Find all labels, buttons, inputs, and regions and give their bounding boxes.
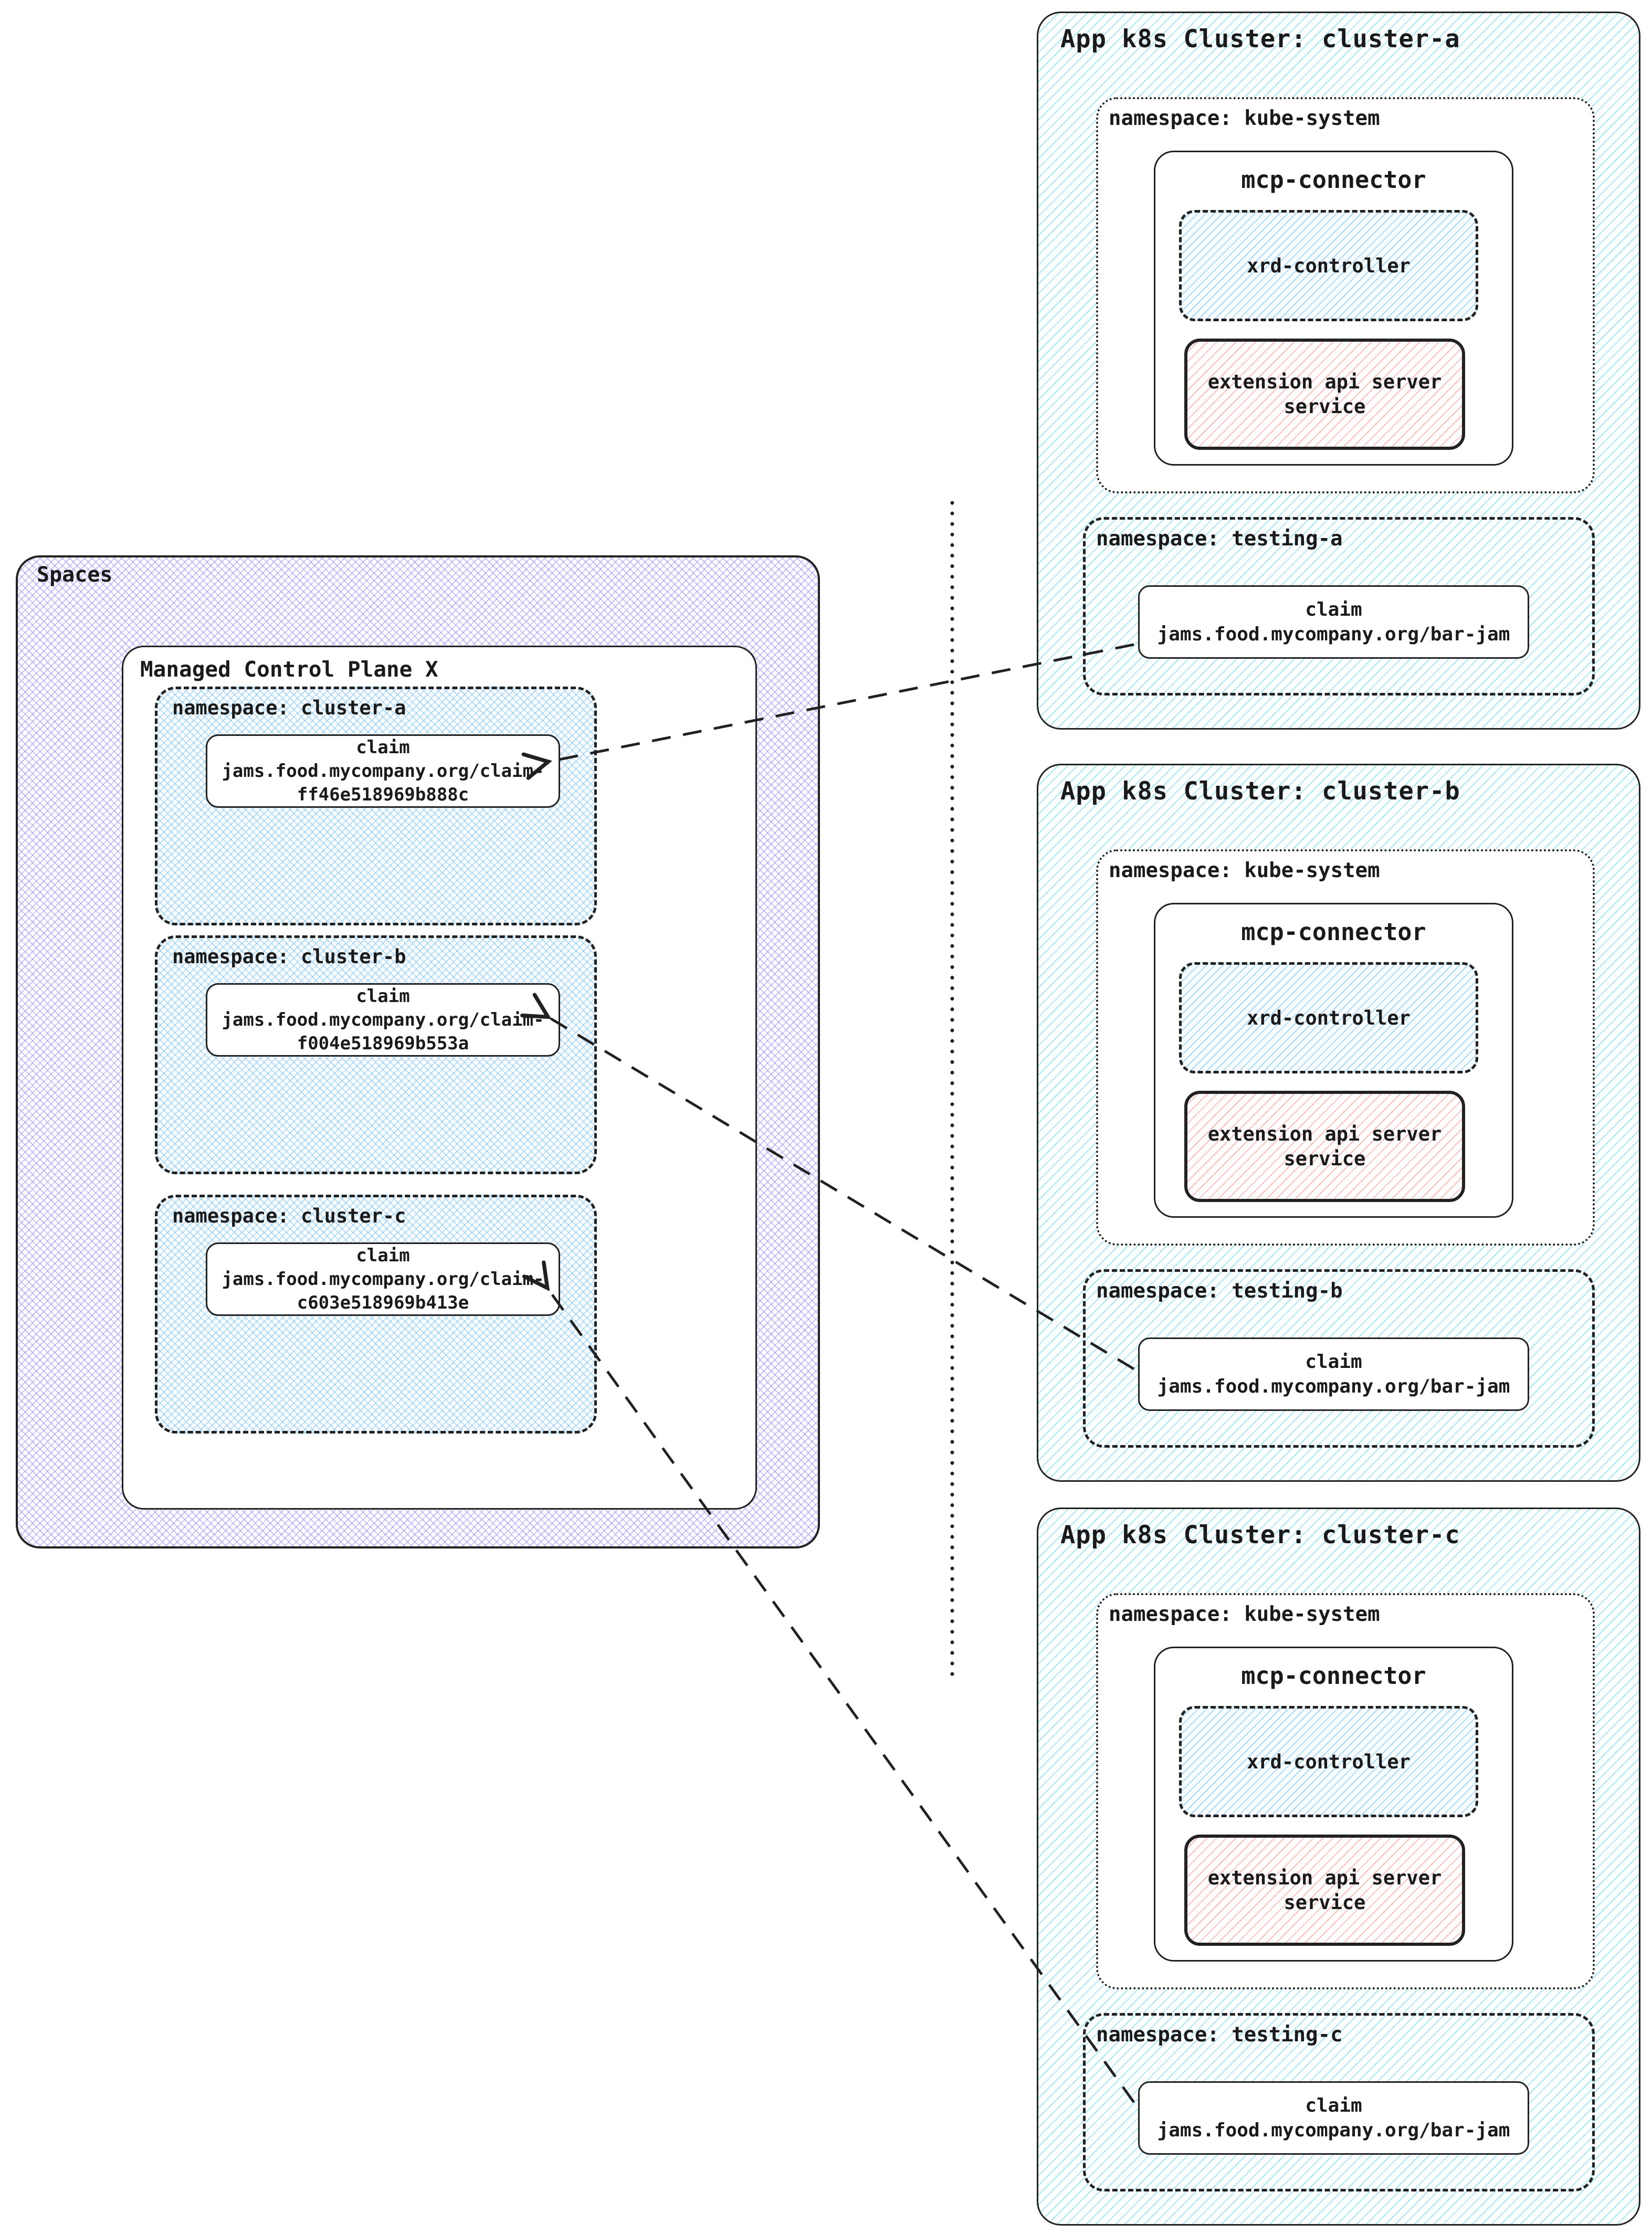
- testing-a-label: namespace: testing-a: [1096, 527, 1343, 551]
- claim-title: claim: [1305, 599, 1362, 620]
- extension-line1-a: extension api server: [1207, 371, 1442, 393]
- spaces-box: Spaces Managed Control Plane X namespace…: [16, 555, 820, 1548]
- xrd-controller-box-b: xrd-controller: [1179, 962, 1478, 1073]
- extension-line2-a: service: [1283, 395, 1366, 418]
- claim-cluster-b-box: claim jams.food.mycompany.org/claim- f00…: [206, 983, 560, 1057]
- kube-system-namespace-c: namespace: kube-system mcp-connector xrd…: [1096, 1593, 1595, 1989]
- managed-control-plane-label: Managed Control Plane X: [140, 657, 438, 682]
- claim-line1: jams.food.mycompany.org/claim-: [222, 760, 544, 782]
- managed-control-plane-box: Managed Control Plane X namespace: clust…: [122, 646, 757, 1510]
- claim-title: claim: [356, 985, 410, 1007]
- testing-c-label: namespace: testing-c: [1096, 2023, 1343, 2047]
- extension-line2-b: service: [1283, 1147, 1366, 1170]
- mcp-connector-title-c: mcp-connector: [1241, 1662, 1426, 1690]
- xrd-controller-label-c: xrd-controller: [1247, 1750, 1411, 1773]
- claim-cluster-a-box: claim jams.food.mycompany.org/claim- ff4…: [206, 734, 560, 808]
- app-cluster-c-box: App k8s Cluster: cluster-c namespace: ku…: [1037, 1508, 1640, 2226]
- namespace-cluster-b-label: namespace: cluster-b: [172, 945, 406, 968]
- kube-system-label-c: namespace: kube-system: [1109, 1603, 1380, 1626]
- claim-title: claim: [1305, 2095, 1362, 2116]
- claim-line2: c603e518969b413e: [297, 1292, 469, 1313]
- claim-title: claim: [356, 736, 410, 758]
- app-cluster-b-box: App k8s Cluster: cluster-b namespace: ku…: [1037, 764, 1640, 1482]
- claim-bar-jam-box-c: claim jams.food.mycompany.org/bar-jam: [1138, 2081, 1529, 2155]
- claim-line2: f004e518969b553a: [297, 1032, 469, 1054]
- claim-line1: jams.food.mycompany.org/claim-: [222, 1268, 544, 1290]
- extension-api-server-box-c: extension api server service: [1184, 1835, 1465, 1946]
- namespace-cluster-c-label: namespace: cluster-c: [172, 1205, 406, 1227]
- mcp-connector-title-a: mcp-connector: [1241, 166, 1426, 194]
- xrd-controller-box-a: xrd-controller: [1179, 210, 1478, 321]
- extension-line1-b: extension api server: [1207, 1123, 1442, 1145]
- testing-a-namespace-box: namespace: testing-a claim jams.food.myc…: [1083, 517, 1595, 696]
- extension-api-server-box-a: extension api server service: [1184, 339, 1465, 450]
- namespace-cluster-a-label: namespace: cluster-a: [172, 697, 406, 719]
- mcp-connector-box-a: mcp-connector xrd-controller extension a…: [1154, 151, 1513, 466]
- app-cluster-a-box: App k8s Cluster: cluster-a namespace: ku…: [1037, 12, 1640, 730]
- namespace-cluster-a-box: namespace: cluster-a claim jams.food.myc…: [155, 687, 597, 925]
- claim-title: claim: [356, 1245, 410, 1266]
- testing-b-label: namespace: testing-b: [1096, 1279, 1343, 1303]
- mcp-connector-box-b: mcp-connector xrd-controller extension a…: [1154, 903, 1513, 1218]
- claim-value: jams.food.mycompany.org/bar-jam: [1157, 624, 1510, 645]
- app-cluster-c-title: App k8s Cluster: cluster-c: [1060, 1521, 1460, 1550]
- claim-cluster-c-box: claim jams.food.mycompany.org/claim- c60…: [206, 1242, 560, 1316]
- extension-line2-c: service: [1283, 1891, 1366, 1914]
- kube-system-namespace-b: namespace: kube-system mcp-connector xrd…: [1096, 849, 1595, 1246]
- xrd-controller-label-b: xrd-controller: [1247, 1006, 1411, 1029]
- claim-bar-jam-box-b: claim jams.food.mycompany.org/bar-jam: [1138, 1337, 1529, 1411]
- kube-system-label-b: namespace: kube-system: [1109, 859, 1380, 882]
- xrd-controller-label-a: xrd-controller: [1247, 254, 1411, 277]
- app-cluster-a-title: App k8s Cluster: cluster-a: [1060, 25, 1460, 54]
- xrd-controller-box-c: xrd-controller: [1179, 1706, 1478, 1817]
- claim-line1: jams.food.mycompany.org/claim-: [222, 1009, 544, 1030]
- spaces-label: Spaces: [37, 563, 113, 587]
- kube-system-namespace-a: namespace: kube-system mcp-connector xrd…: [1096, 97, 1595, 493]
- testing-c-namespace-box: namespace: testing-c claim jams.food.myc…: [1083, 2013, 1595, 2191]
- testing-b-namespace-box: namespace: testing-b claim jams.food.myc…: [1083, 1269, 1595, 1448]
- mcp-connector-title-b: mcp-connector: [1241, 918, 1426, 946]
- kube-system-label-a: namespace: kube-system: [1109, 107, 1380, 130]
- extension-line1-c: extension api server: [1207, 1867, 1442, 1889]
- claim-value: jams.food.mycompany.org/bar-jam: [1157, 1376, 1510, 1397]
- extension-api-server-box-b: extension api server service: [1184, 1091, 1465, 1202]
- claim-line2: ff46e518969b888c: [297, 784, 469, 805]
- namespace-cluster-c-box: namespace: cluster-c claim jams.food.myc…: [155, 1195, 597, 1434]
- claim-title: claim: [1305, 1351, 1362, 1373]
- app-cluster-b-title: App k8s Cluster: cluster-b: [1060, 777, 1460, 806]
- namespace-cluster-b-box: namespace: cluster-b claim jams.food.myc…: [155, 935, 597, 1174]
- mcp-connector-box-c: mcp-connector xrd-controller extension a…: [1154, 1647, 1513, 1962]
- claim-bar-jam-box-a: claim jams.food.mycompany.org/bar-jam: [1138, 585, 1529, 659]
- claim-value: jams.food.mycompany.org/bar-jam: [1157, 2120, 1510, 2141]
